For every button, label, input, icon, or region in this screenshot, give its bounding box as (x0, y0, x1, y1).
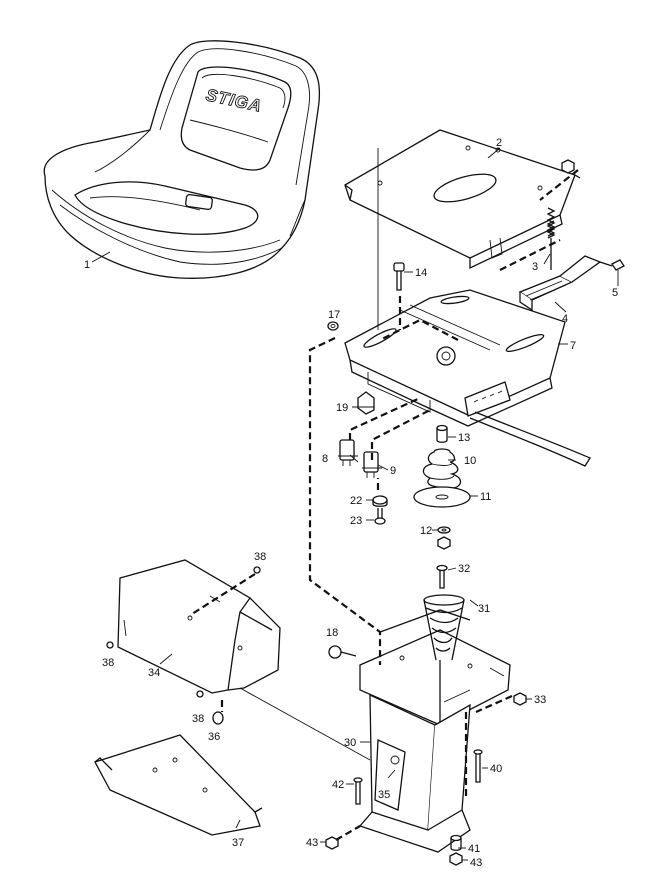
switch-part-8 (338, 439, 358, 466)
callout-14: 14 (415, 267, 427, 279)
callout-labels: 1 2 3 4 5 7 8 9 10 11 12 13 14 17 18 19 … (84, 137, 618, 869)
callout-22: 22 (350, 495, 362, 507)
callout-3: 3 (532, 261, 538, 273)
washer-part-17 (327, 321, 339, 331)
callout-40: 40 (490, 763, 502, 775)
nut-part-43-left (325, 825, 361, 850)
callout-42: 42 (332, 779, 344, 791)
callout-37: 37 (232, 837, 244, 849)
callout-7: 7 (570, 340, 576, 352)
latch-lever-part-4 (518, 255, 602, 312)
assembly-lines (239, 148, 468, 800)
callout-17: 17 (328, 309, 340, 321)
knob-part-18 (328, 645, 357, 659)
callout-36: 36 (208, 731, 220, 743)
plate-slot (433, 173, 497, 203)
callout-33: 33 (534, 694, 546, 706)
bolt-part-23 (374, 508, 386, 525)
nut-part-33 (475, 692, 527, 714)
seat-mount-plate-part-2 (344, 129, 581, 270)
callout-8: 8 (322, 453, 328, 465)
callout-19: 19 (336, 402, 348, 414)
callout-43-right: 43 (470, 857, 482, 869)
support-bracket-part-30 (358, 609, 511, 853)
bolt-part-32 (436, 564, 448, 589)
bolt-part-42 (353, 777, 363, 805)
screw-part-5 (599, 259, 625, 271)
seat-drain-slot (185, 193, 213, 211)
floor-plate-part-37 (94, 734, 263, 836)
callout-32: 32 (458, 563, 470, 575)
bolt-part-14 (393, 262, 405, 291)
callout-2: 2 (496, 137, 502, 149)
clip-part-19 (357, 391, 375, 415)
callout-35: 35 (378, 789, 390, 801)
callout-5: 5 (612, 287, 618, 299)
callout-18: 18 (326, 627, 338, 639)
callout-10: 10 (464, 455, 476, 467)
disc-part-11 (413, 486, 471, 508)
washer-part-22 (372, 495, 388, 507)
leader-lines (91, 147, 619, 861)
switch-part-9 (362, 451, 382, 478)
screw-part-38-top (191, 566, 261, 615)
callout-1: 1 (84, 259, 90, 271)
nut-upper-right (539, 159, 579, 201)
callout-38-bottom: 38 (192, 713, 204, 725)
callout-11: 11 (480, 491, 491, 503)
screw-part-38-bottom (196, 690, 204, 698)
screw-part-38-left (106, 641, 114, 649)
callout-12: 12 (420, 525, 432, 537)
callout-30: 30 (344, 737, 356, 749)
callout-38-left: 38 (102, 657, 114, 669)
callout-4: 4 (562, 313, 568, 325)
callout-43-left: 43 (306, 837, 318, 849)
callout-41: 41 (468, 843, 480, 855)
side-cover-part-34 (117, 559, 281, 694)
bolt-part-40 (473, 749, 483, 783)
nut-part-12b (437, 536, 451, 550)
callout-9: 9 (390, 465, 396, 477)
seat-part-1: STIGA (43, 40, 321, 279)
bellows-part-10 (422, 448, 462, 489)
callout-34: 34 (148, 667, 160, 679)
callout-23: 23 (350, 515, 362, 527)
nut-part-43-right (449, 852, 463, 866)
washer-part-12 (437, 526, 451, 534)
bushing-part-13 (436, 424, 448, 443)
callout-38-top: 38 (254, 551, 266, 563)
spring-part-31 (423, 594, 465, 661)
clip-part-36 (212, 700, 224, 725)
callout-31: 31 (478, 603, 490, 615)
callout-13: 13 (458, 432, 470, 444)
